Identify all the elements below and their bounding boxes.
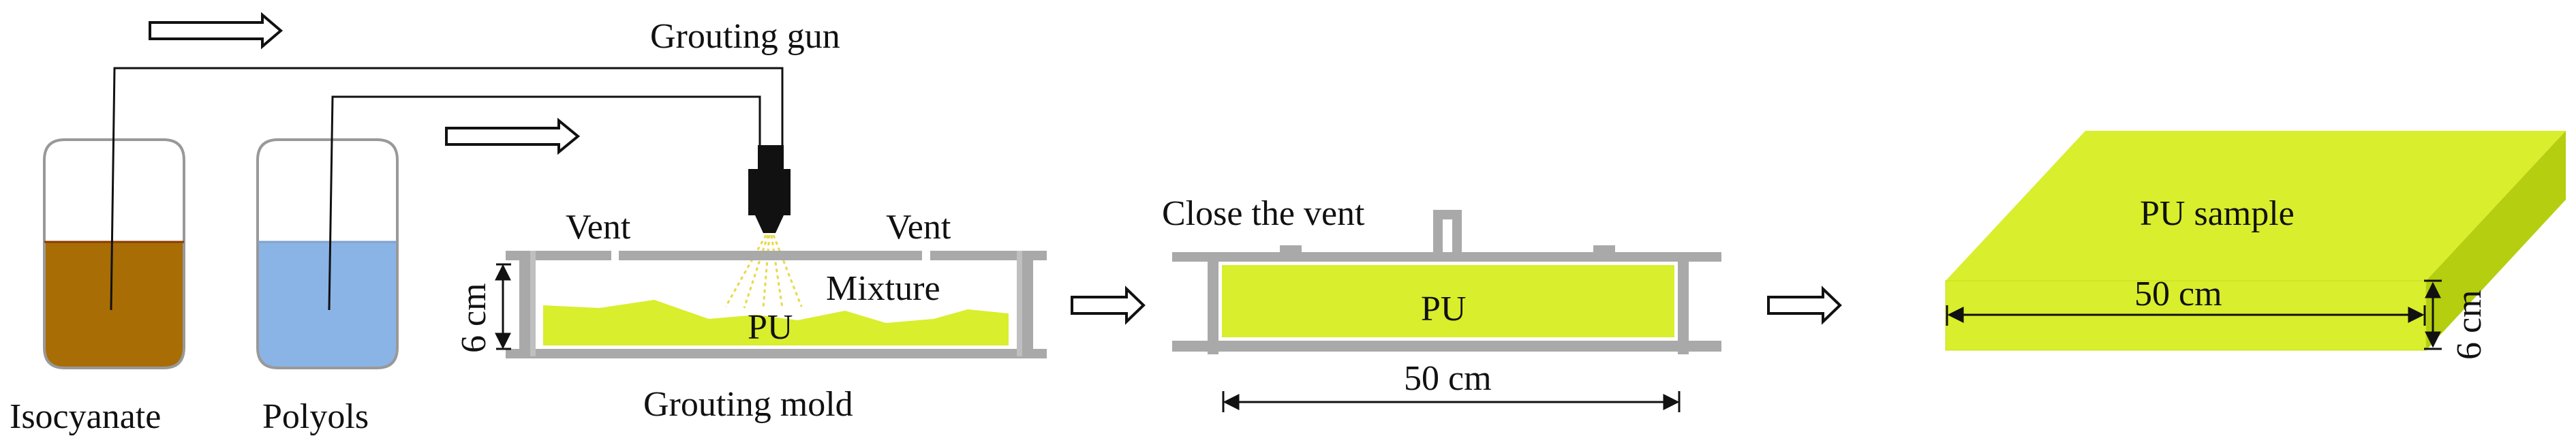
height-open-mold-label: 6 cm bbox=[455, 283, 493, 353]
pu-foam-partial bbox=[543, 300, 1009, 345]
flow-arrow-step2 bbox=[1071, 286, 1146, 325]
flow-arrow-step3 bbox=[1767, 286, 1842, 325]
pu-closed-mold-label: PU bbox=[1421, 290, 1466, 328]
polyols-label: Polyols bbox=[262, 397, 369, 436]
grouting-mold-label: Grouting mold bbox=[643, 385, 853, 424]
grouting-mold-open bbox=[506, 251, 1047, 358]
height-dimension-sample bbox=[2424, 279, 2442, 350]
isocyanate-container bbox=[43, 138, 185, 369]
vent-right-label: Vent bbox=[886, 208, 951, 247]
mixture-label: Mixture bbox=[826, 269, 940, 308]
height-dimension-open-mold bbox=[495, 263, 511, 350]
polyols-hose bbox=[328, 95, 761, 311]
length-closed-mold-label: 50 cm bbox=[1404, 359, 1492, 398]
flow-arrow-middle bbox=[445, 117, 581, 155]
height-sample-label: 6 cm bbox=[2450, 290, 2489, 360]
pu-open-mold-label: PU bbox=[748, 308, 793, 347]
flow-arrow-top bbox=[149, 12, 283, 50]
length-sample-label: 50 cm bbox=[2134, 275, 2222, 313]
grouting-gun-label: Grouting gun bbox=[650, 17, 840, 56]
close-the-vent-label: Close the vent bbox=[1162, 194, 1365, 233]
pu-sample-block bbox=[1945, 131, 2566, 351]
pu-sample-label: PU sample bbox=[2140, 194, 2295, 233]
polyols-container bbox=[256, 138, 399, 369]
length-dimension-closed-mold bbox=[1222, 391, 1681, 412]
vent-left-label: Vent bbox=[566, 208, 631, 247]
isocyanate-label: Isocyanate bbox=[10, 397, 161, 436]
spray-lines bbox=[724, 234, 803, 309]
isocyanate-hose bbox=[110, 67, 784, 311]
grouting-gun bbox=[748, 145, 791, 233]
grouting-mold-closed bbox=[1172, 210, 1721, 354]
